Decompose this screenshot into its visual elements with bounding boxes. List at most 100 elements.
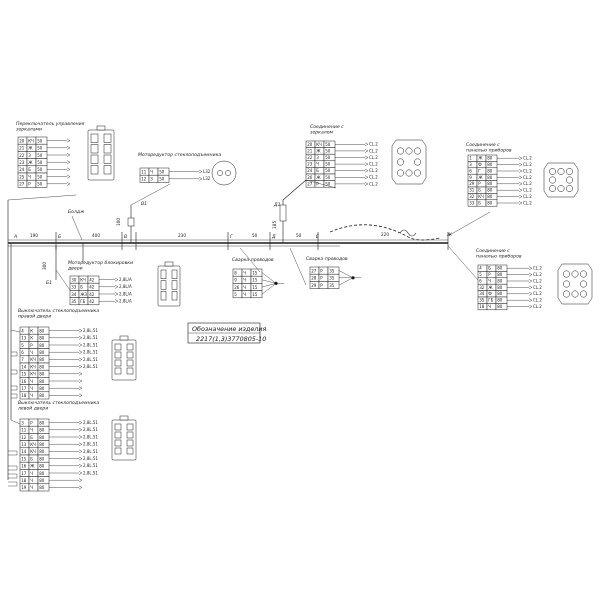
table-cell: 34 [479, 291, 485, 296]
table-cell: 80 [39, 478, 45, 483]
table-cell: Ч [316, 162, 319, 167]
table-cell: Г [478, 168, 481, 173]
table-cell: 31 [469, 188, 475, 193]
terminal-label: 2,8L.51 [83, 420, 98, 425]
section-title: левой двери [17, 406, 48, 412]
table-cell: 80 [39, 449, 45, 454]
table-cell: 18 [21, 478, 27, 483]
point-g: Г [230, 234, 233, 240]
terminal-label: CL.2 [533, 285, 542, 290]
branch-label-v1: В1 [141, 201, 147, 207]
table-cell: Ч [30, 350, 33, 355]
table-cell: 11 [141, 169, 147, 174]
table-cell: 80 [497, 278, 503, 283]
table-cell: 15 [252, 292, 258, 297]
leader-line [130, 183, 171, 206]
table-cell: 80 [497, 272, 503, 277]
table-cell: 80 [39, 386, 45, 391]
section-title: Моторедуктор стеклоподъемника [138, 152, 221, 158]
table-cell: 80 [39, 372, 45, 377]
table-cell: 29 [311, 283, 317, 288]
table-cell: 35 [479, 298, 485, 303]
table-cell: Ч [30, 485, 33, 490]
table-cell: 35 [329, 283, 335, 288]
wire-loop [11, 385, 18, 391]
table-cell: Р [320, 283, 323, 288]
table-cell: 80 [39, 435, 45, 440]
connector-housing [557, 263, 593, 305]
table-cell: 8 [234, 270, 237, 275]
table-cell: 50 [325, 142, 331, 147]
terminal-label: 2,8L.51 [83, 470, 98, 475]
table-cell: 80 [497, 304, 503, 309]
terminal-label: CL.2 [523, 194, 532, 199]
table-cell: 15 [21, 456, 27, 461]
terminal-label: CL.2 [369, 181, 378, 186]
table-cell: 11 [21, 428, 27, 433]
leader-line [10, 329, 21, 333]
table-cell: 80 [487, 162, 493, 167]
branch-d1 [279, 179, 307, 243]
table-cell: К [30, 336, 33, 341]
terminal-label: 2,8L/A [119, 291, 132, 296]
table-cell: КЧ [28, 138, 34, 143]
table-cell: КЧ [80, 277, 86, 282]
table-cell: Ф [478, 162, 482, 167]
section-title: Выключатель стеклоподъемника [18, 308, 99, 314]
table-cell: 50 [37, 167, 43, 172]
terminal-label: 2,8L.51 [83, 357, 98, 362]
table-cell: 29 [469, 181, 475, 186]
table-cell: 1 [469, 156, 472, 161]
table-cell: З [316, 155, 319, 160]
corrugated-tube [329, 224, 441, 241]
table-cell: 3 [469, 162, 472, 167]
section-title: зеркалами [16, 128, 42, 133]
table-cell: Ж [30, 464, 35, 469]
table-cell: Р [28, 182, 31, 187]
bolt-label: Болдж [68, 209, 85, 215]
leader-line [305, 179, 337, 189]
table-cell: 20 [19, 138, 25, 143]
wire-loop [8, 465, 18, 471]
table-cell: Ф [488, 291, 492, 296]
table-cell: 22 [307, 155, 313, 160]
table-cell: 14 [21, 449, 27, 454]
table-cell: 80 [39, 357, 45, 362]
table-cell: Ч [243, 270, 246, 275]
wire-loop [11, 393, 18, 399]
table-cell: 50 [37, 153, 43, 158]
table-cell: 50 [37, 138, 43, 143]
table-cell: 13 [21, 442, 27, 447]
terminal-label: L32 [203, 176, 211, 181]
dimension: 50 [296, 233, 302, 238]
terminal-label: 2,8L.51 [83, 449, 98, 454]
terminal-label: CL.2 [523, 168, 532, 173]
table-cell: 50 [159, 177, 165, 182]
connector-housing [111, 415, 137, 461]
table-cell: Ч [150, 169, 153, 174]
table-cell: 23 [307, 162, 313, 167]
table-cell: Ч [28, 174, 31, 179]
section-title: Соединение с [310, 124, 344, 130]
